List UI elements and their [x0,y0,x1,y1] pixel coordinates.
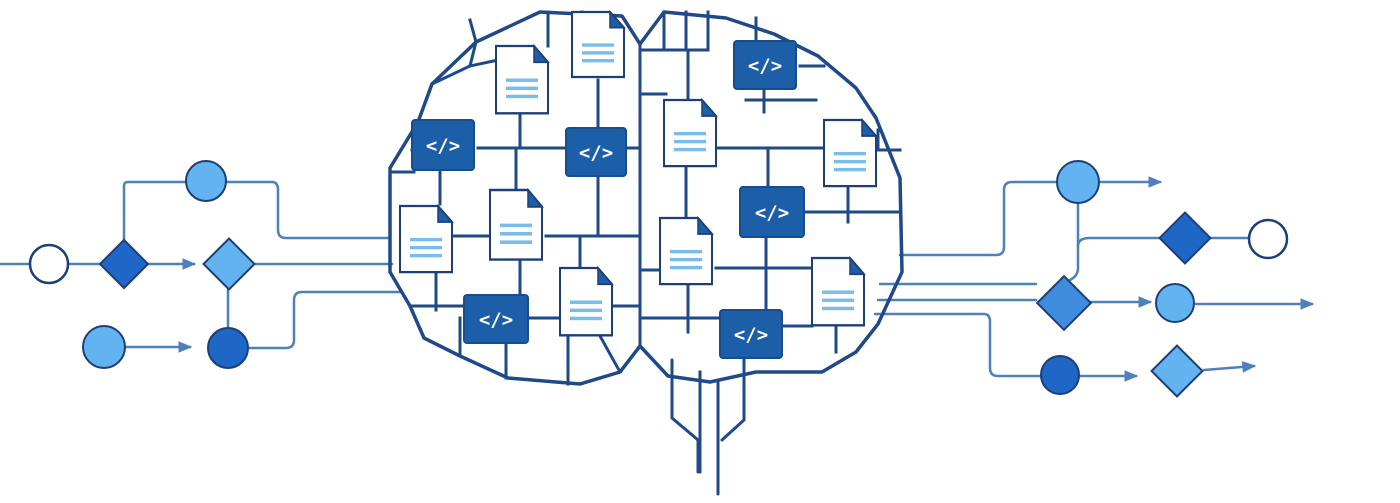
input-line-top-circle-to-brain [224,180,392,240]
svg-text:</>: </> [755,202,789,224]
output-line-bottom-diamond-arrow [1202,361,1257,373]
document-icon [570,10,626,79]
code-brackets-icon: </> [719,309,783,359]
svg-text:</>: </> [479,309,513,331]
document-icon [662,98,718,168]
input-line-diamond-to-top-circle [122,180,188,242]
brain-outline [388,10,904,386]
input-flow [0,160,402,369]
output-connector-lines [873,176,1315,382]
brain: </> </> </> </> </> </> [388,10,904,496]
code-brackets-icon: </> [739,186,805,238]
output-hollow-circle [1247,218,1289,260]
code-brackets-icon: </> [733,40,797,90]
code-badges: </> </> </> </> </> </> [411,40,805,359]
output-line-to-diamond-top [1076,236,1162,248]
input-connector-lines [0,180,402,353]
output-circle-bottom [1040,355,1080,395]
output-circle-mid [1155,283,1195,323]
output-line-top-circle-down [1068,200,1080,282]
input-line-dark-circle-to-brain [246,290,402,350]
input-circle-dark [207,327,249,369]
document-icon [494,44,550,115]
input-circle-left [82,325,126,369]
input-diamond-1 [98,238,150,290]
svg-text:</>: </> [748,55,782,77]
document-icon [822,118,878,188]
document-icon [488,188,544,261]
svg-text:</>: </> [734,324,768,346]
input-circle-top [185,160,227,202]
svg-text:</>: </> [579,142,613,164]
output-flow [873,160,1315,398]
brain-stem [670,358,746,496]
input-diamond-2 [202,237,256,291]
document-icon [810,256,866,327]
svg-text:</>: </> [426,135,460,157]
output-diamond-top [1158,211,1212,265]
code-brackets-icon: </> [463,294,529,344]
output-diamond-bottom [1150,344,1204,398]
output-line-brain-lower [873,312,1042,378]
code-brackets-icon: </> [565,127,627,177]
output-circle-top [1056,160,1100,204]
output-line-brain-to-top-circle [898,180,1058,257]
output-diamond-mid [1035,274,1093,332]
code-brackets-icon: </> [411,119,475,171]
input-hollow-circle [28,243,70,285]
document-icon [558,266,614,337]
document-icon [398,204,454,274]
document-icon [658,216,714,286]
